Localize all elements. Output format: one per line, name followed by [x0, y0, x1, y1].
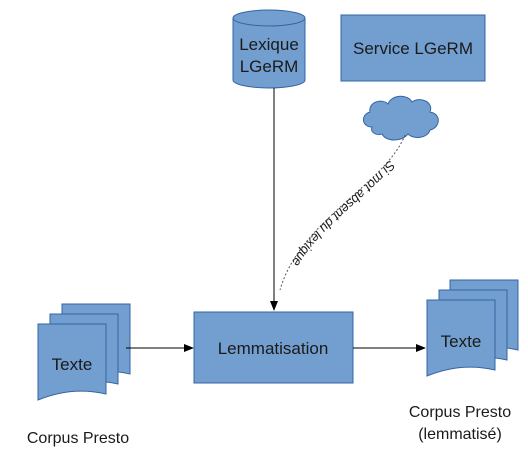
cloud-to-lemmatisation-dashed-edge: [279, 134, 406, 291]
document-stack-icon: [426, 279, 519, 377]
texte-input-label: Texte: [52, 355, 93, 374]
corpus-presto-output-caption-line1: Corpus Presto: [408, 404, 512, 421]
lexique-label-line2: LGeRM: [240, 57, 299, 76]
lexique-database-node: Lexique LGeRM: [232, 9, 306, 89]
lemmatisation-node: Lemmatisation: [193, 311, 354, 384]
corpus-presto-input-caption: Corpus Presto: [26, 430, 130, 447]
texte-output-node: Texte: [426, 279, 519, 377]
lemmatisation-label: Lemmatisation: [218, 339, 329, 358]
lexique-label-line1: Lexique: [239, 35, 299, 54]
texte-input-node: Texte: [37, 303, 131, 401]
corpus-presto-output-caption-line2: (lemmatisé): [418, 426, 502, 443]
document-stack-icon: [37, 303, 131, 401]
cloud-icon: [363, 95, 439, 141]
service-label: Service LGeRM: [353, 39, 473, 58]
texte-output-label: Texte: [441, 332, 482, 351]
dashed-edge-label: Si mot absent du lexique: [289, 158, 398, 269]
service-node: Service LGeRM: [340, 14, 486, 82]
